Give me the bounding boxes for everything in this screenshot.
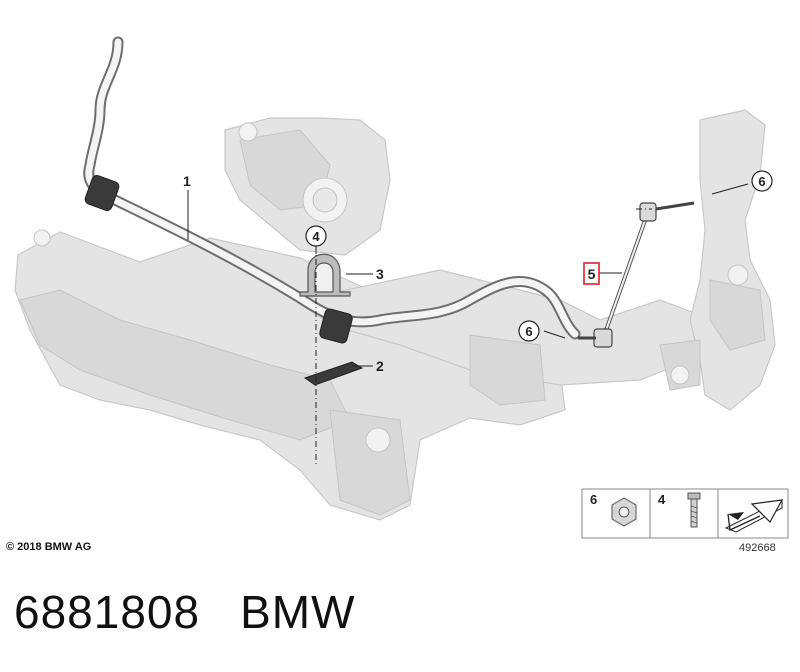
callout-6-right-circle: 6 — [751, 170, 773, 192]
callout-1: 1 — [183, 173, 191, 189]
callout-2: 2 — [376, 358, 384, 374]
callout-6-right: 6 — [758, 174, 765, 189]
legend-label-4: 4 — [658, 492, 666, 507]
figure-number: 492668 — [739, 542, 776, 554]
callout-6-left: 6 — [525, 324, 532, 339]
stabilizer-bar — [83, 36, 581, 340]
mounting-plate-part-2 — [303, 361, 364, 386]
part-footer: 6881808 BMW — [14, 585, 356, 639]
callout-6-left-circle: 6 — [518, 320, 540, 342]
brand-name: BMW — [240, 586, 356, 638]
nut-icon — [611, 497, 637, 527]
callout-4: 4 — [312, 229, 320, 244]
stabilizer-bushings — [84, 175, 353, 344]
subframe-shading — [19, 129, 766, 516]
exploded-parts-diagram: 1 3 2 4 5 6 6 6 4 — [14, 36, 789, 539]
leader-lines — [187, 183, 749, 367]
callout-5: 5 — [588, 266, 596, 282]
legend-label-6: 6 — [590, 492, 597, 507]
assembly-axes — [315, 208, 652, 465]
bracket-part-3 — [299, 253, 351, 297]
callout-3: 3 — [376, 266, 384, 282]
part-number: 6881808 — [14, 586, 201, 638]
callout-4-circle: 4 — [305, 225, 327, 247]
stabilizer-link-part-5 — [578, 201, 695, 348]
bolt-icon — [687, 492, 701, 528]
copyright-notice: © 2018 BMW AG — [6, 541, 92, 553]
callout-5-highlight: 5 — [583, 262, 600, 285]
subframe-details — [33, 122, 749, 453]
direction-arrow-icon — [724, 499, 784, 533]
parts-legend: 6 4 — [581, 488, 789, 539]
